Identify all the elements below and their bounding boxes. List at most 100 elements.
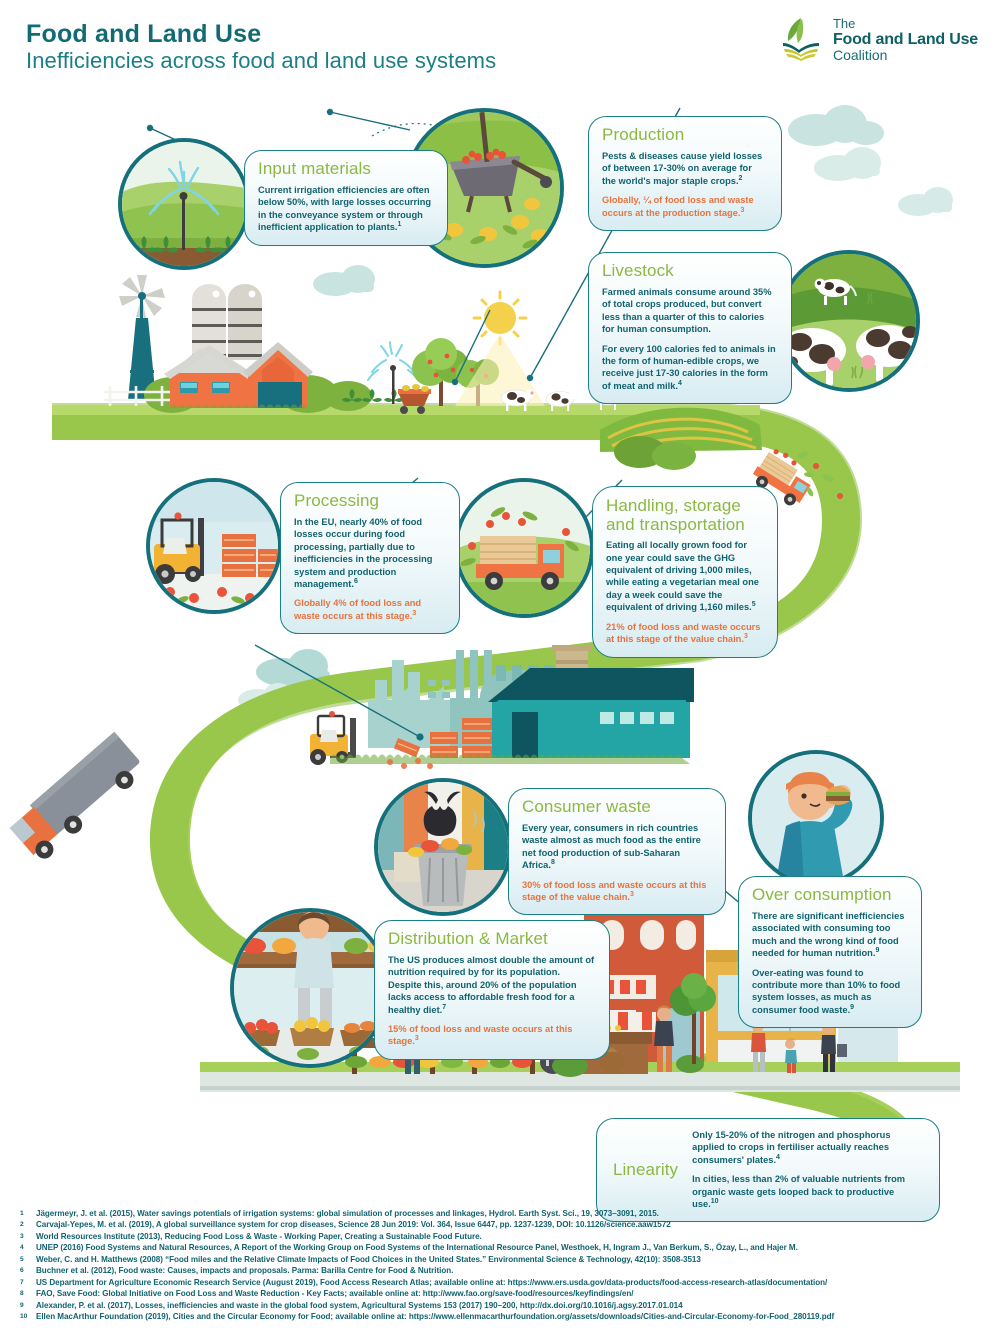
reference-text: Ellen MacArthur Foundation (2019), Citie… (36, 1312, 835, 1322)
card-body-1: Current irrigation efficiencies are ofte… (258, 184, 432, 233)
footnote-ref: 4 (776, 1153, 780, 1161)
card-input-materials: Input materials Current irrigation effic… (244, 150, 448, 246)
reference-number: 10 (20, 1313, 28, 1321)
card-heading: Consumer waste (522, 797, 651, 816)
flying-produce (468, 512, 570, 550)
card-heading: Livestock (602, 261, 674, 280)
card-body-1: Every year, consumers in rich countries … (522, 822, 701, 871)
wheelbarrow (398, 384, 431, 414)
crates (222, 534, 278, 577)
reference-number: 5 (20, 1255, 24, 1263)
flc-leaf-logo-icon (782, 17, 819, 62)
reference-text: US Department for Agriculture Economic R… (36, 1277, 828, 1287)
logo-line-name: Food and Land Use (832, 30, 978, 48)
card-body-2: For every 100 calories fed to animals in… (602, 343, 776, 391)
footnote-ref: 8 (550, 858, 555, 866)
processing-plant (488, 668, 694, 758)
reference-text: Alexander, P. et al. (2017), Losses, ine… (36, 1300, 683, 1310)
card-heading: Linearity (613, 1159, 679, 1179)
bird-trail (371, 122, 439, 137)
cow-small (814, 278, 857, 305)
card-body-1: Farmed animals consume around 35% of tot… (602, 286, 772, 335)
reference-text: Jägermeyr, J. et al. (2015), Water savin… (36, 1209, 659, 1218)
transport-semi-truck (9, 731, 140, 859)
wheelbarrow-icon (450, 112, 552, 213)
footnote-ref: 4 (677, 379, 682, 387)
cow-right (856, 325, 916, 382)
card-body-1: Pests & diseases cause yield losses of b… (602, 150, 763, 186)
page-header: Food and Land Use Inefficiencies across … (0, 0, 1000, 95)
forklift-crates-illustration (150, 482, 278, 610)
card-stat-1: Globally, ¼ of food loss and waste occur… (602, 195, 754, 218)
reference-number: 1 (20, 1210, 24, 1217)
reference-number: 8 (20, 1290, 24, 1298)
card-processing: Processing In the EU, nearly 40% of food… (280, 482, 460, 635)
card-linearity: Linearity Only 15-20% of the nitrogen an… (596, 1118, 940, 1222)
reference-item: 6 Buchner et al. (2012), Food waste: Cau… (20, 1266, 990, 1276)
reference-number: 2 (20, 1221, 24, 1229)
sun-icon (455, 290, 545, 406)
reference-text: FAO, Save Food: Global Initiative on Foo… (36, 1289, 634, 1299)
truck-icon (476, 536, 564, 590)
person-eating-burger-illustration (752, 754, 880, 882)
card-livestock: Livestock Farmed animals consume around … (588, 252, 792, 405)
reference-item: 9 Alexander, P. et al. (2017), Losses, i… (20, 1301, 990, 1311)
logo-line-coalition: Coalition (832, 47, 888, 64)
reference-text: World Resources Institute (2013), Reduci… (36, 1231, 482, 1241)
over-consumption-circle (748, 750, 884, 886)
reference-item: 3 World Resources Institute (2013), Redu… (20, 1232, 990, 1242)
consumer-waste-circle (374, 778, 512, 916)
farm-house (164, 345, 254, 408)
irrigation-field (342, 341, 419, 404)
reference-number: 7 (20, 1278, 24, 1286)
footnote-ref: 3 (629, 890, 634, 898)
card-body-2: Over-eating was found to contribute more… (752, 967, 901, 1015)
reference-item: 5 Weber, C. and H. Matthews (2008) “Food… (20, 1255, 990, 1265)
livestock-circle (778, 250, 920, 392)
card-heading: Production (602, 125, 685, 144)
reference-text: Buchner et al. (2012), Food waste: Cause… (36, 1266, 454, 1276)
burger-icon (826, 786, 850, 805)
footnote-ref: 6 (353, 577, 358, 585)
card-consumer-waste: Consumer waste Every year, consumers in … (508, 788, 726, 916)
crop-field-hill (600, 407, 762, 470)
card-stat-1: Globally 4% of food loss and waste occur… (294, 598, 422, 621)
card-heading: Input materials (258, 159, 371, 178)
footnote-ref: 3 (414, 1035, 419, 1043)
reference-text: Carvajal-Yepes, M. et al. (2019), A glob… (36, 1220, 671, 1230)
card-heading: Distribution & Market (388, 929, 548, 948)
footnote-ref: 1 (397, 220, 402, 228)
card-stat-1: 15% of food loss and waste occurs at thi… (388, 1023, 573, 1047)
brand-logo: The Food and Land Use Coalition (778, 14, 978, 66)
food-waste (408, 838, 472, 857)
footnote-ref: 10 (710, 1198, 719, 1206)
distribution-circle (230, 908, 390, 1068)
footnote-ref: 3 (740, 206, 745, 214)
produce-truck-illustration (458, 482, 590, 614)
footnote-ref: 9 (875, 946, 880, 954)
page-subtitle: Inefficiencies across food and land use … (26, 48, 497, 73)
forklift-icon (154, 512, 204, 584)
card-body-1: The US produces almost double the amount… (388, 954, 595, 1015)
logo-line-the: The (832, 15, 856, 31)
card-heading: Handling, storage and transportation (606, 496, 745, 535)
reference-text: UNEP (2016) Food Systems and Natural Res… (36, 1243, 798, 1253)
reference-number: 6 (20, 1267, 24, 1275)
reference-item: 1 Jägermeyr, J. et al. (2015), Water sav… (20, 1209, 990, 1219)
reference-item: 8 FAO, Save Food: Global Initiative on F… (20, 1289, 990, 1299)
reference-number: 4 (20, 1244, 24, 1252)
footnote-ref: 3 (743, 633, 748, 641)
kitchen-bin-waste-illustration (378, 782, 508, 912)
barn (243, 342, 313, 408)
reference-number: 3 (20, 1232, 24, 1240)
footnote-ref: 5 (751, 601, 756, 609)
reference-item: 4 UNEP (2016) Food Systems and Natural R… (20, 1243, 990, 1253)
reference-item: 7 US Department for Agriculture Economic… (20, 1278, 990, 1288)
processing-circle (146, 478, 282, 614)
footnote-ref: 9 (850, 1003, 855, 1011)
card-heading: Processing (294, 491, 380, 510)
card-body-1: Eating all locally grown food for one ye… (606, 540, 759, 613)
sprinkler-irrigation-illustration (122, 142, 246, 266)
produce-baskets (240, 1017, 382, 1060)
card-heading: Over consumption (752, 885, 892, 904)
